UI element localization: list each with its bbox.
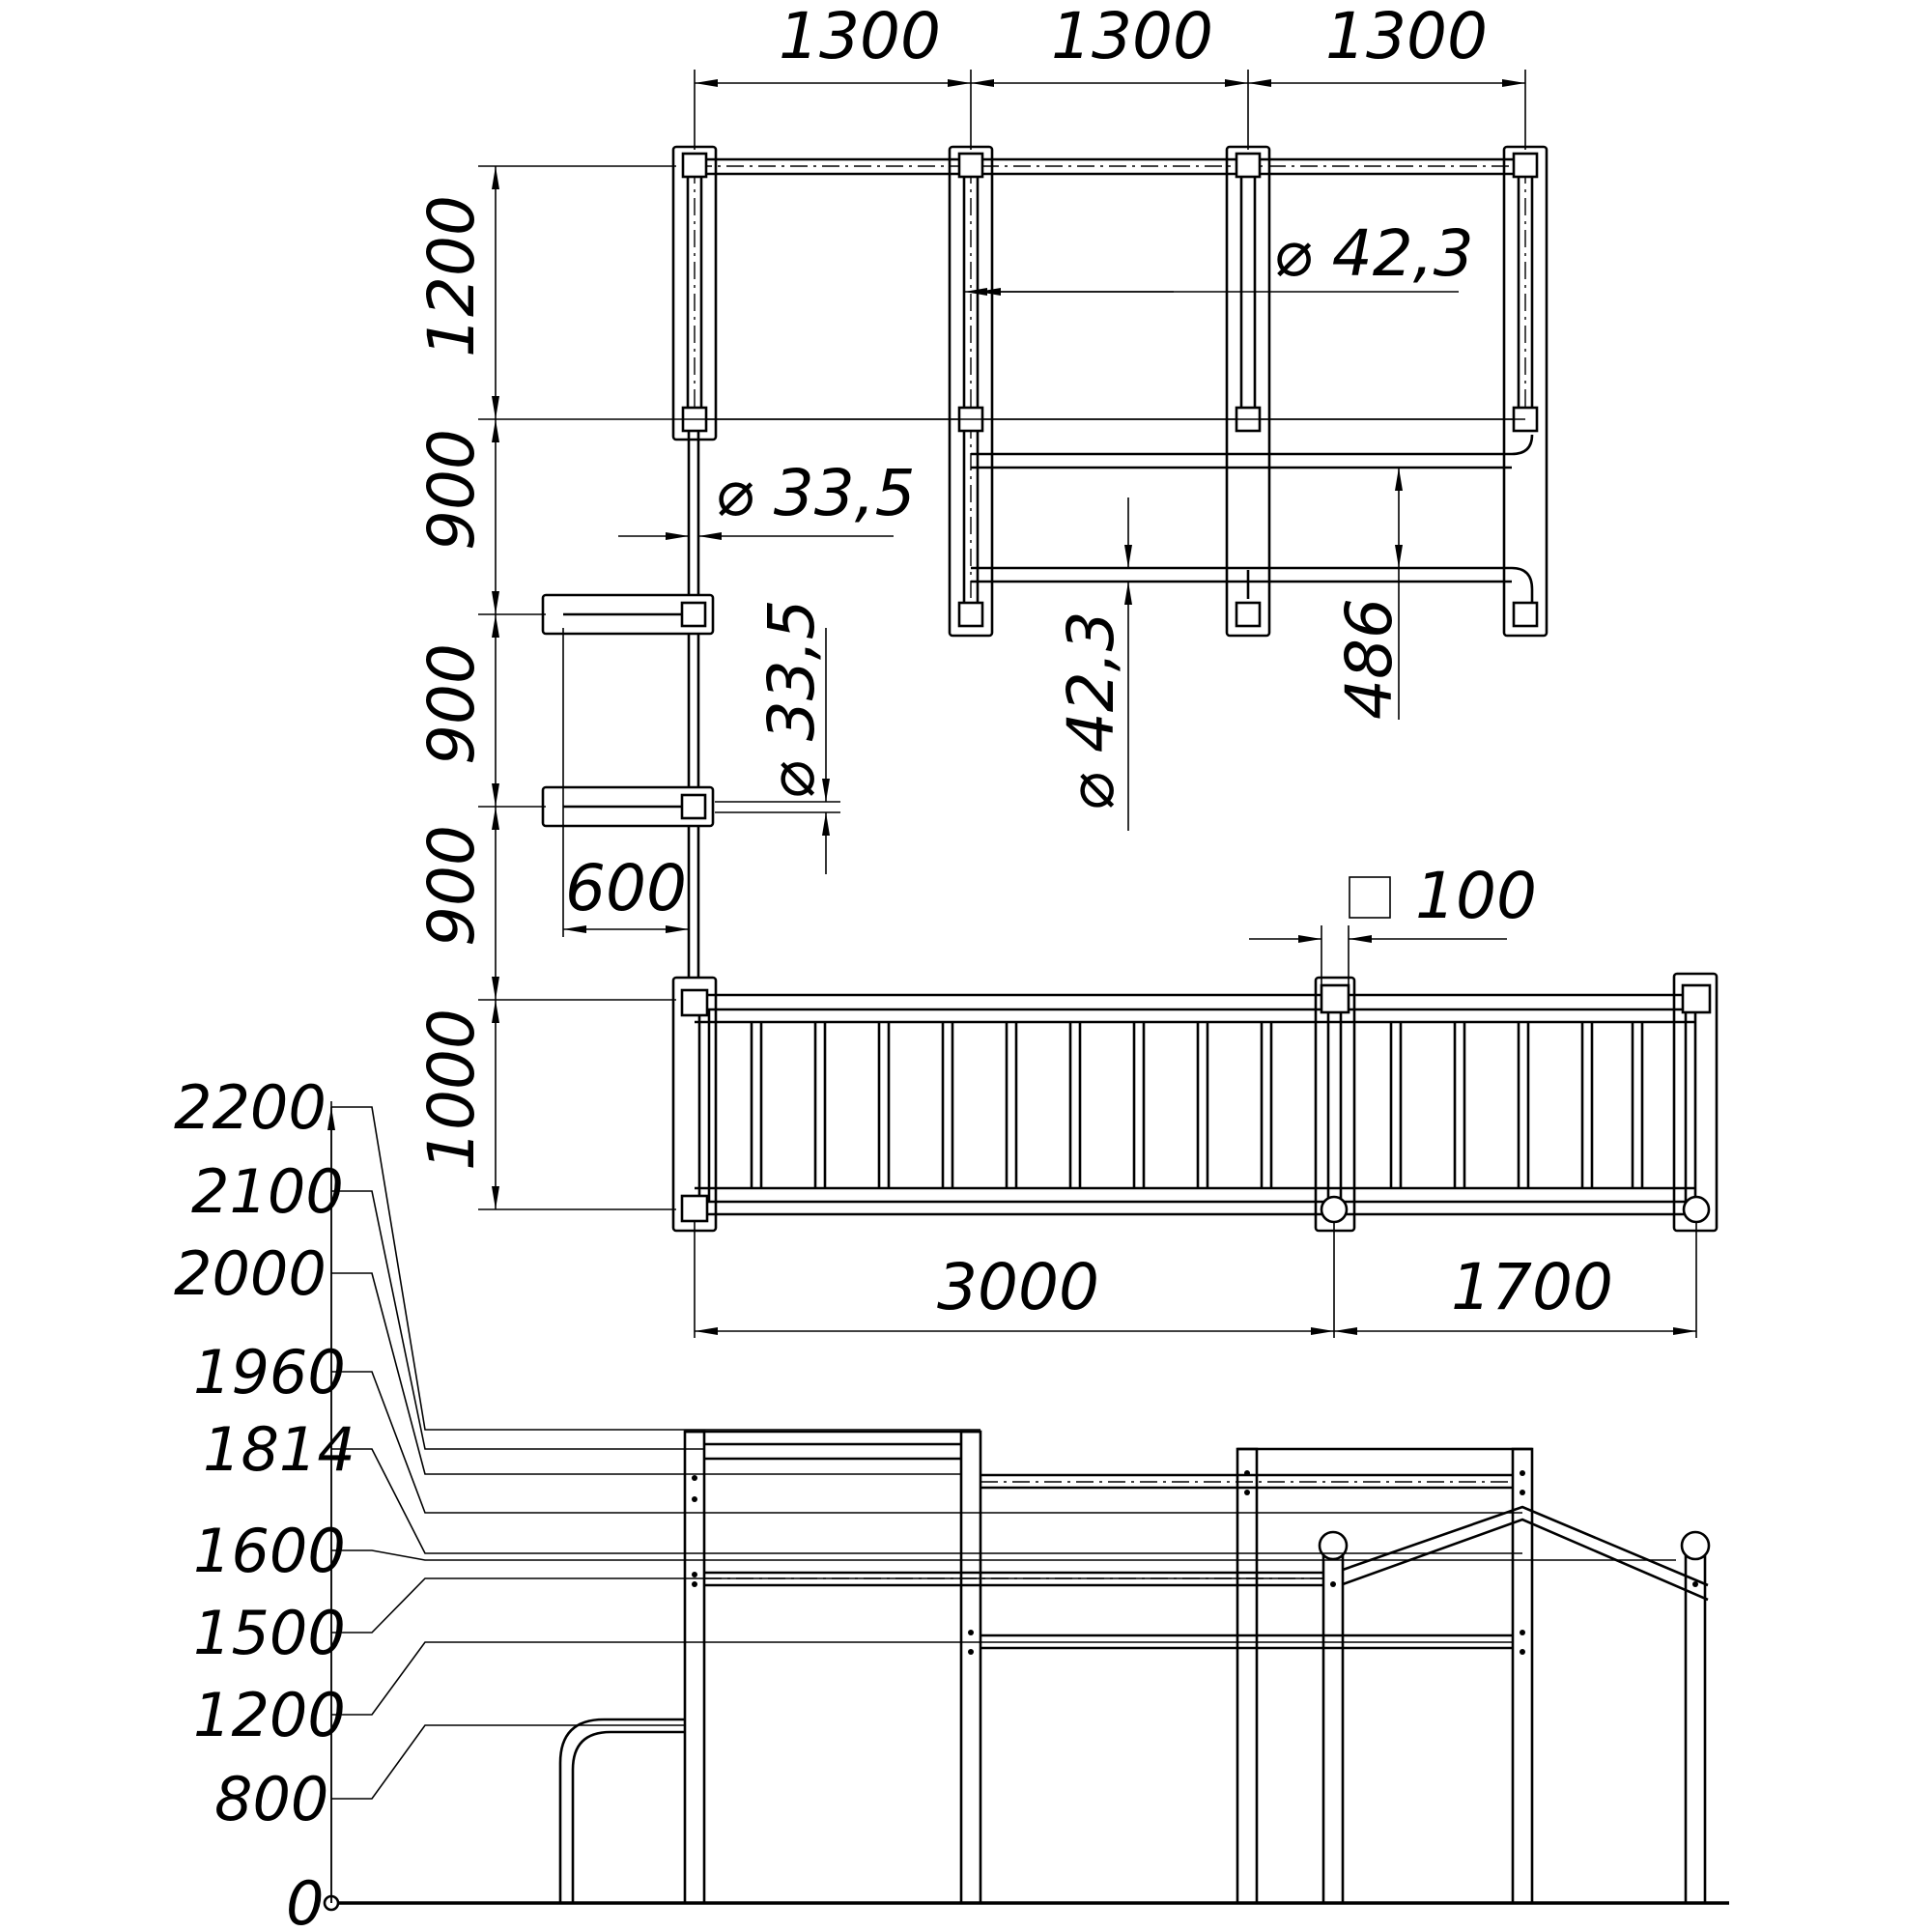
top-post-caps	[681, 152, 1539, 628]
callout-post-square: 100	[1415, 859, 1537, 933]
level-1200: 1200	[193, 1680, 346, 1750]
level-1814: 1814	[203, 1414, 355, 1485]
dim-bottom-2: 1700	[1451, 1250, 1613, 1324]
level-2000: 2000	[174, 1238, 327, 1309]
level-800: 800	[214, 1764, 328, 1834]
dim-left-5: 1000	[414, 1009, 489, 1171]
dim-top-span-1: 1300	[779, 0, 941, 73]
elevation-posts	[683, 1430, 1711, 1905]
callout-pipe-42-top: ⌀ 42,3	[1273, 216, 1474, 291]
dim-bottom-1: 3000	[937, 1250, 1099, 1324]
elevation-view	[323, 1101, 1729, 1912]
level-2100: 2100	[191, 1156, 344, 1227]
bottom-frame	[671, 972, 1719, 1233]
level-1500: 1500	[193, 1598, 346, 1668]
plan-view	[541, 145, 1719, 1233]
level-1960: 1960	[193, 1337, 346, 1407]
dim-bar-width: 600	[565, 851, 687, 925]
dim-gap-486: 486	[1332, 598, 1406, 720]
dim-left-2: 900	[414, 429, 489, 551]
ladder-rungs	[750, 1022, 1644, 1188]
elevation-rails	[558, 1430, 1709, 1903]
elevation-rivets	[692, 1470, 1698, 1655]
callout-pipe-42-vertical: ⌀ 42,3	[1054, 611, 1128, 811]
dim-left-4: 900	[414, 825, 489, 947]
level-0: 0	[286, 1868, 324, 1932]
level-2200: 2200	[174, 1072, 327, 1143]
top-frame-pipes	[686, 157, 1534, 614]
level-1600: 1600	[193, 1516, 346, 1586]
level-leaders	[327, 1106, 1676, 1903]
callout-pipe-335-left: ⌀ 33,5	[715, 456, 916, 530]
dim-top-span-3: 1300	[1325, 0, 1488, 73]
dim-left-1: 1200	[414, 195, 489, 357]
dim-left-3: 900	[414, 643, 489, 765]
dim-top-span-2: 1300	[1051, 0, 1213, 73]
plan-dimension-lines	[478, 70, 1697, 1338]
callout-pipe-335-vertical: ⌀ 33,5	[754, 599, 829, 800]
